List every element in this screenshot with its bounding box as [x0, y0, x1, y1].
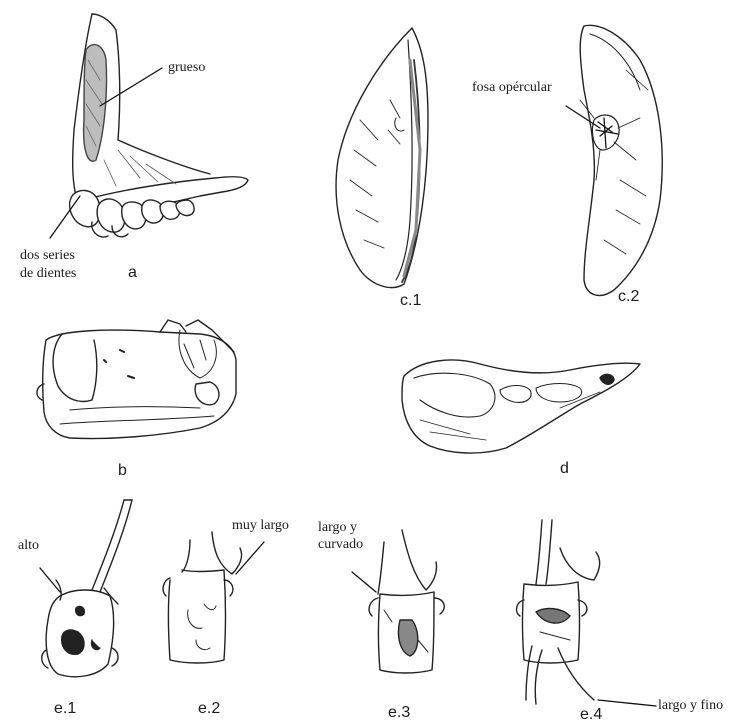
- bone-d-drawing: [402, 360, 640, 453]
- panel-label-b: b: [118, 462, 127, 480]
- leader-fosa-opercular: [566, 106, 600, 128]
- panel-label-e4: e.4: [580, 706, 602, 724]
- panel-label-a: a: [128, 264, 137, 282]
- annotation-largo-fino: largo y fino: [658, 698, 723, 714]
- bone-e4-drawing: [517, 520, 600, 704]
- bone-c1-drawing: [336, 28, 428, 288]
- bone-a-drawing: [70, 14, 248, 237]
- panel-label-c1: c.1: [400, 292, 421, 310]
- panel-label-e2: e.2: [198, 700, 220, 718]
- annotation-grueso: grueso: [168, 60, 205, 76]
- bone-c2-drawing: [580, 25, 662, 295]
- leader-largo-fino: [598, 700, 656, 706]
- bone-b-drawing: [37, 320, 236, 439]
- leader-largo-curvado: [352, 572, 376, 592]
- annotation-muy-largo: muy largo: [232, 518, 289, 534]
- bone-e3-drawing: [369, 530, 444, 673]
- panel-label-c2: c.2: [618, 288, 639, 306]
- annotation-dos-series-line1: dos series: [20, 248, 75, 264]
- leader-muy-largo: [236, 542, 264, 574]
- leader-alto: [40, 568, 60, 592]
- leader-grueso: [100, 68, 162, 106]
- annotation-largo-curvado-line1: largo y: [318, 520, 357, 536]
- annotation-dos-series-line2: de dientes: [20, 266, 76, 282]
- annotation-alto: alto: [18, 538, 39, 554]
- panel-label-d: d: [560, 460, 569, 478]
- annotation-largo-curvado-line2: curvado: [318, 537, 363, 553]
- bone-e1-drawing: [42, 500, 132, 677]
- leader-lines: [40, 68, 656, 706]
- panel-label-e3: e.3: [388, 704, 410, 722]
- annotation-fosa-opercular: fosa opércular: [472, 80, 552, 96]
- panel-label-e1: e.1: [54, 700, 76, 718]
- bone-e2-drawing: [163, 532, 242, 663]
